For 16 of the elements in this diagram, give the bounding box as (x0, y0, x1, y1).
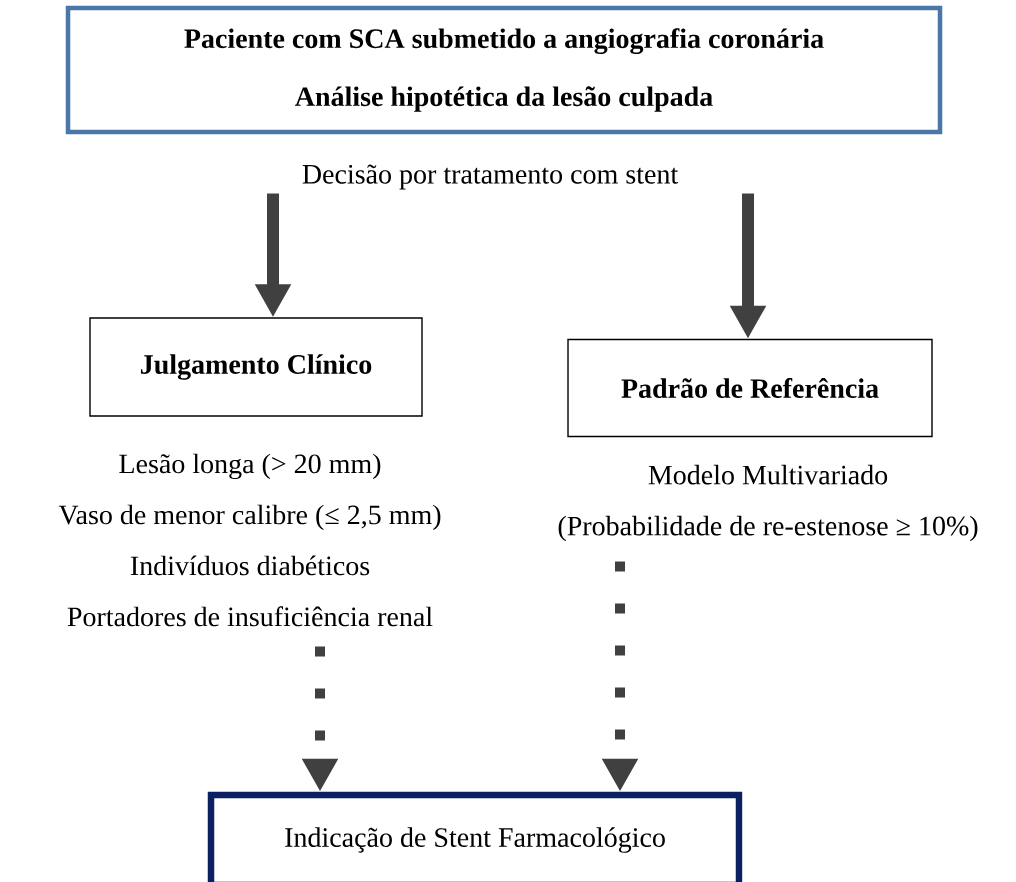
heading-text: Julgamento Clínico (140, 354, 372, 380)
heading-text: Padrão de Referência (621, 378, 879, 398)
box-text: Indicação de Stent Farmacológico (285, 827, 665, 853)
criteria-text: Modelo Multivariado (648, 464, 888, 485)
process-box (567, 338, 933, 438)
decision-text: Decisão por tratamento com stent (302, 164, 679, 190)
criteria-text: Vaso de menor calibre (≤ 2,5 mm) (58, 504, 441, 531)
heading-text: Análise hipotética da lesão culpada (295, 86, 713, 112)
process-box (65, 5, 943, 135)
process-box (207, 791, 743, 882)
process-box (89, 317, 423, 417)
criteria-text: Indivíduos diabéticos (130, 555, 370, 576)
criteria-text: (Probabilidade de re-estenose ≥ 10%) (558, 515, 978, 542)
criteria-text: Portadores de insuficiência renal (67, 606, 433, 627)
heading-text: Paciente com SCA submetido a angiografia coronária (184, 28, 824, 55)
criteria-text: Lesão longa (> 20 mm) (119, 453, 381, 480)
